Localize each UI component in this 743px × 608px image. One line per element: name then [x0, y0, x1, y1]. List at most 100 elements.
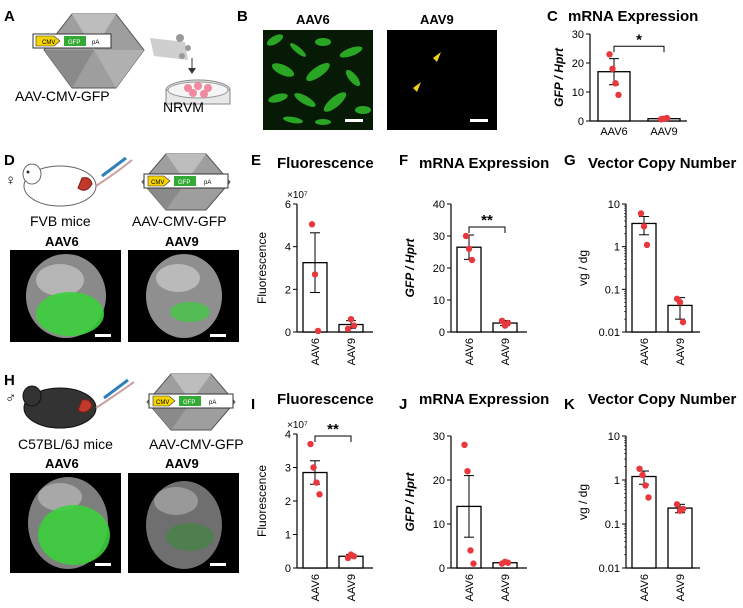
scale-bar-b1 [345, 119, 363, 122]
data-point [642, 482, 649, 489]
data-point [643, 241, 651, 249]
chart-title-e: Fluorescence [277, 155, 374, 172]
data-point [645, 494, 652, 501]
x-tick-label: AAV6 [310, 338, 322, 365]
panel-label-a: A [4, 8, 15, 25]
significance-marker: * [636, 31, 642, 48]
y-tick-label: 3 [285, 463, 291, 475]
aav-virus-diagram-a [43, 13, 231, 105]
image-title-d-aav9: AAV9 [165, 234, 199, 249]
data-point [462, 232, 470, 240]
y-tick-label: 4 [285, 429, 291, 441]
heart-image-h-aav6 [10, 473, 121, 573]
data-point [679, 505, 687, 513]
bar-aav6 [631, 475, 657, 569]
data-point [679, 318, 687, 326]
panel-label-i: I [251, 396, 256, 413]
scale-bar-b2 [470, 119, 488, 122]
data-point [609, 65, 616, 72]
y-tick-label: 30 [433, 431, 445, 443]
data-point [639, 471, 646, 479]
y-axis-label: GFP / Hprt [403, 238, 417, 298]
panel-label-h: H [4, 372, 15, 389]
y-tick-label: 1 [614, 242, 620, 254]
data-point [461, 441, 468, 448]
panel-label-j: J [399, 396, 408, 413]
y-axis-label: Fluorescence [255, 465, 269, 537]
image-title-d-aav6: AAV6 [45, 234, 79, 249]
data-point [673, 501, 681, 508]
heart-image-d-aav9 [128, 250, 239, 342]
y-tick-label: 0 [285, 563, 291, 575]
svg-text:CMV: CMV [151, 180, 164, 186]
chart-title-k: Vector Copy Number [588, 391, 737, 408]
x-tick-label: AAV6 [464, 574, 476, 601]
y-tick-label: 1 [285, 530, 291, 542]
x-tick-label: AAV6 [639, 338, 651, 365]
data-point [347, 316, 355, 323]
x-tick-label: AAV9 [346, 574, 358, 601]
y-tick-label: 10 [608, 199, 620, 211]
svg-text:CMV: CMV [42, 40, 55, 46]
data-point [313, 479, 320, 486]
y-tick-label: 20 [433, 263, 445, 275]
panel-label-d: D [4, 152, 15, 169]
bar-aav6 [302, 471, 328, 569]
y-tick-label: 20 [572, 58, 584, 70]
chart-title-g: Vector Copy Number [588, 155, 737, 172]
x-tick-label: AAV9 [500, 574, 512, 601]
svg-text:GFP: GFP [178, 180, 190, 186]
panel-label-k: K [564, 396, 575, 413]
significance-bracket [468, 226, 506, 234]
y-exponent-label: ×10⁷ [287, 420, 308, 431]
data-point [468, 256, 476, 264]
data-point [467, 547, 474, 554]
svg-text:GFP: GFP [68, 40, 80, 46]
data-point [316, 491, 323, 498]
scale-bar-d1 [95, 334, 111, 337]
y-axis-label: GFP / Hprt [552, 47, 566, 107]
y-tick-label: 2 [285, 284, 291, 296]
y-tick-label: 0.1 [605, 284, 620, 296]
data-point [637, 210, 645, 217]
chart-title-f: mRNA Expression [419, 155, 550, 172]
chart-title-i: Fluorescence [277, 391, 374, 408]
data-point [465, 245, 473, 252]
x-tick-label: AAV9 [675, 338, 687, 365]
microscopy-image-aav6 [263, 30, 373, 130]
data-point [344, 325, 352, 332]
y-tick-label: 4 [285, 242, 291, 254]
panel-label-b: B [237, 8, 248, 25]
y-axis-label: GFP / Hprt [403, 472, 417, 532]
chart-title-j: mRNA Expression [419, 391, 550, 408]
y-tick-label: 2 [285, 496, 291, 508]
y-tick-label: 1 [614, 475, 620, 487]
data-point [310, 464, 317, 471]
data-point [498, 317, 506, 324]
x-tick-label: AAV9 [346, 338, 358, 365]
data-point [612, 80, 619, 87]
x-tick-label: AAV9 [675, 574, 687, 601]
y-tick-label: 40 [433, 199, 445, 211]
y-tick-label: 0.01 [599, 563, 620, 575]
sex-symbol-h: ♂ [5, 390, 17, 407]
data-point [350, 553, 358, 560]
scale-bar-h1 [95, 563, 111, 566]
y-tick-label: 20 [433, 475, 445, 487]
y-axis-label: vg / dg [576, 250, 590, 286]
data-point [350, 322, 358, 329]
data-point [314, 327, 322, 335]
image-title-b-aav9: AAV9 [420, 12, 454, 27]
data-point [640, 223, 648, 230]
panel-label-c: C [547, 8, 558, 25]
x-tick-label: AAV9 [650, 126, 677, 138]
y-tick-label: 0.1 [605, 519, 620, 531]
scale-bar-d2 [210, 334, 226, 337]
significance-marker: ** [327, 421, 339, 438]
